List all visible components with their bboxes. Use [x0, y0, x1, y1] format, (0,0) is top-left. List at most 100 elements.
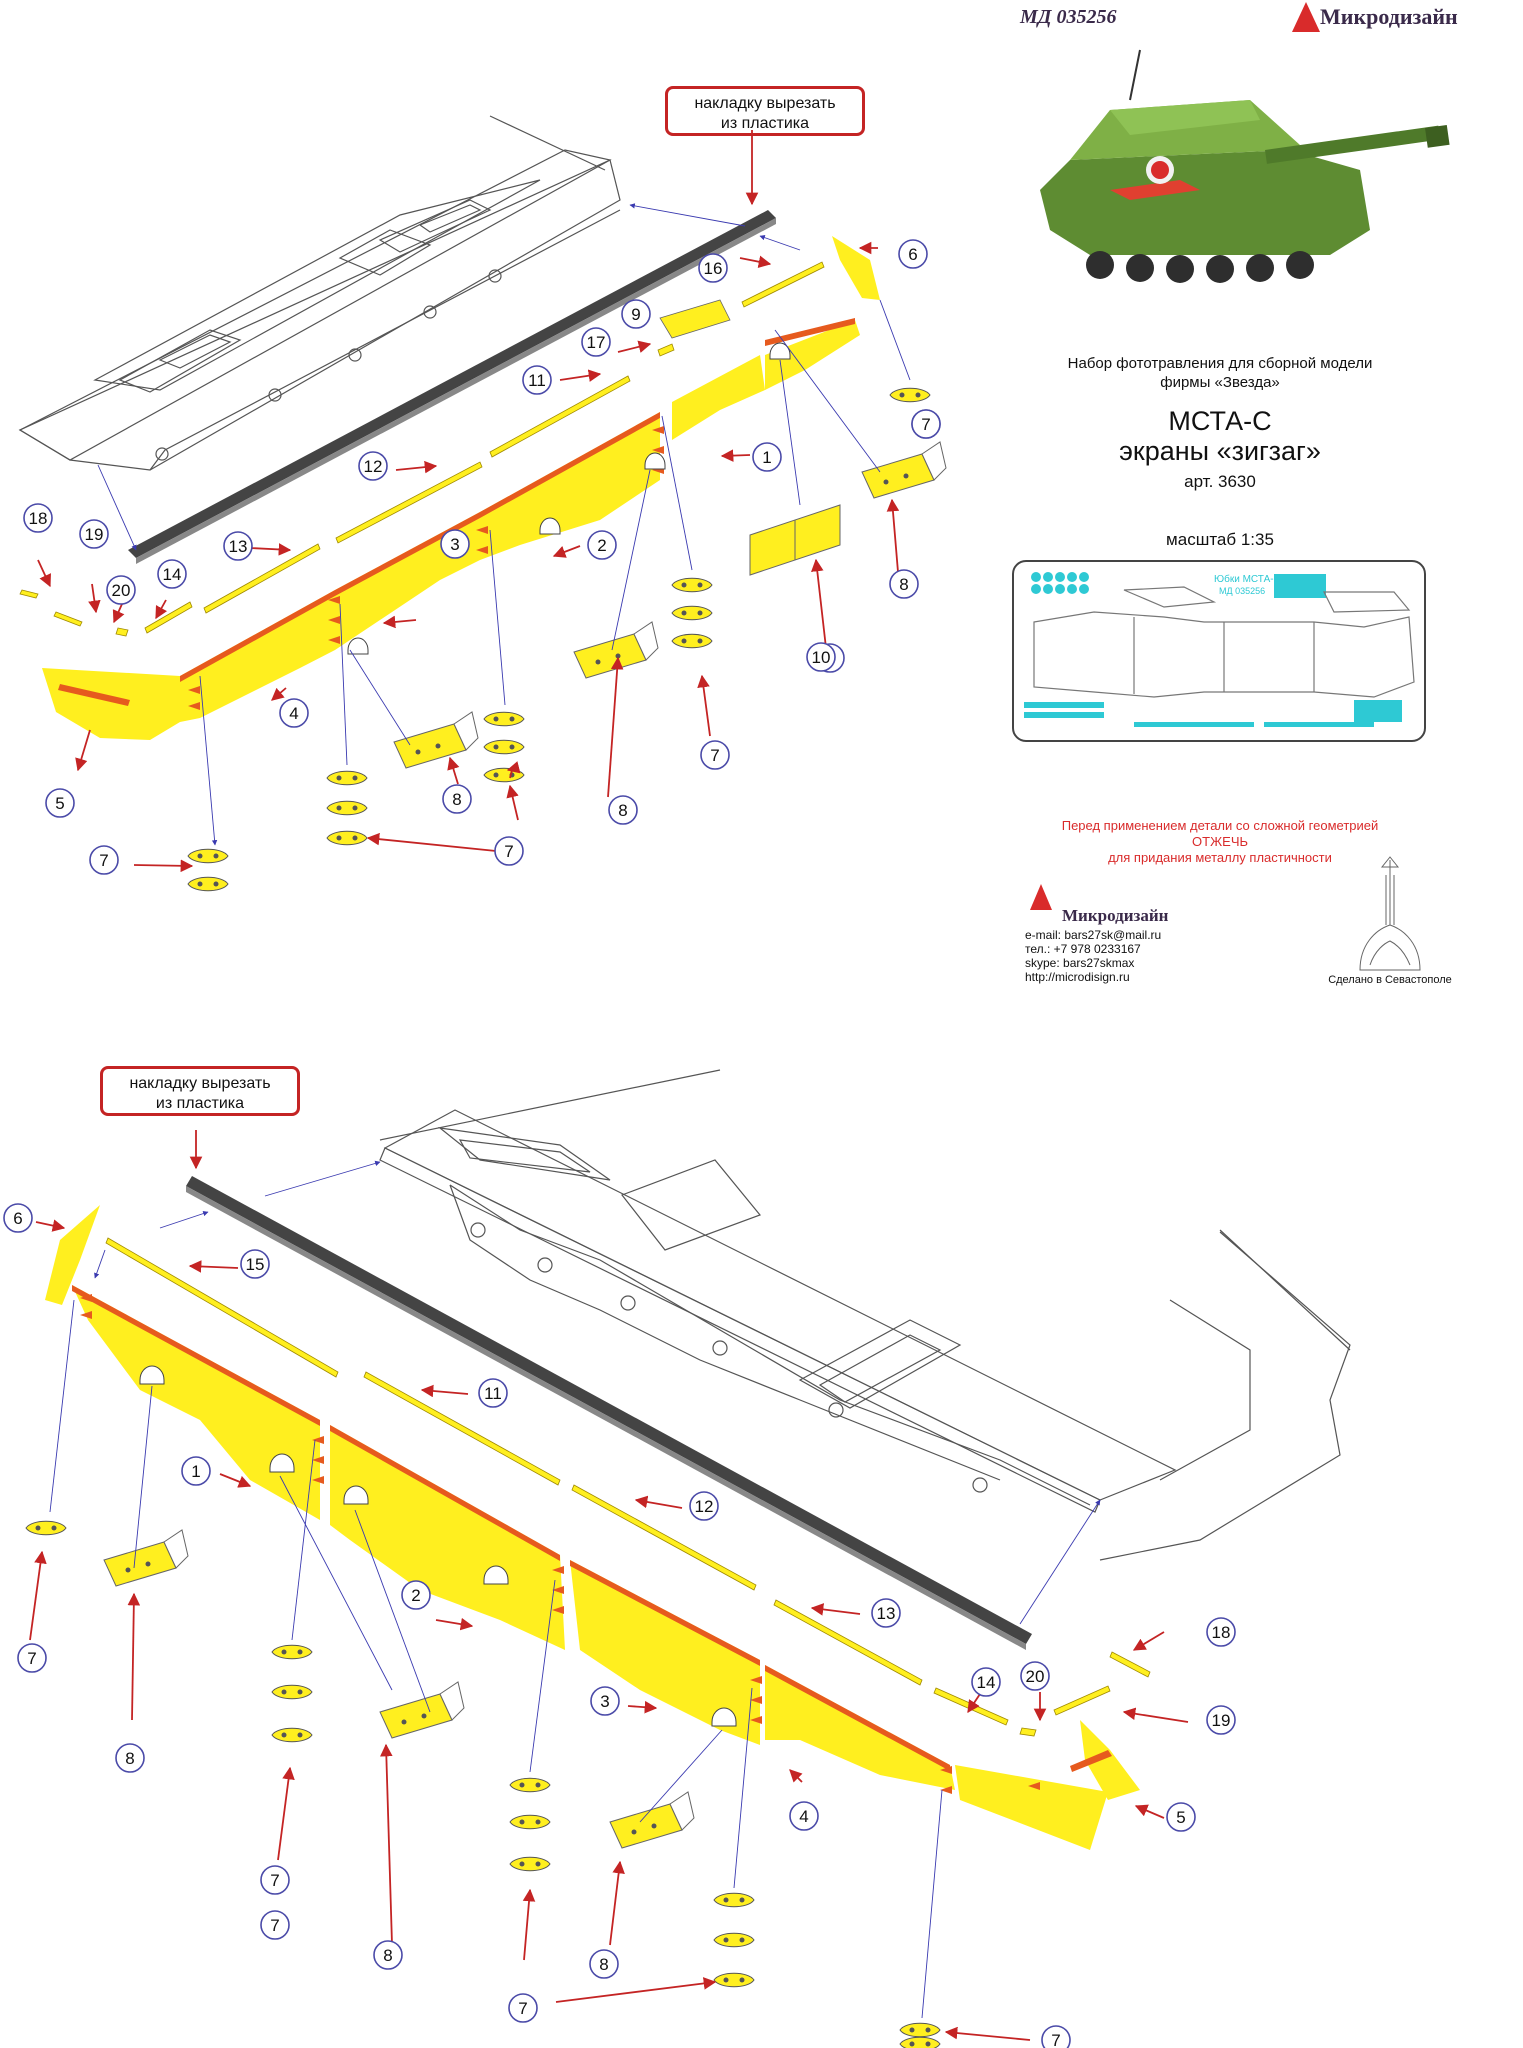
callout-number: 7 — [1051, 2031, 1060, 2048]
callout-bottom-1: 1 — [181, 1456, 211, 1486]
callout-bottom-20: 20 — [1020, 1661, 1050, 1691]
callout-top-9: 9 — [621, 299, 651, 329]
brand-logo-icon — [1292, 2, 1320, 32]
bottom-red-arrows — [29, 1130, 1189, 2041]
callout-number: 1 — [191, 1462, 200, 1481]
callout-number: 18 — [29, 509, 48, 528]
callout-number: 5 — [1176, 1808, 1185, 1827]
callout-top-2: 2 — [587, 530, 617, 560]
callout-top-10: 10 — [806, 642, 836, 672]
bottom-fender-outline — [379, 1069, 1351, 1561]
callout-bottom-13: 13 — [871, 1598, 901, 1628]
model-title: МСТА-С экраны «зигзаг» — [1030, 406, 1410, 466]
callout-number: 11 — [484, 1384, 502, 1403]
callout-number: 15 — [246, 1255, 265, 1274]
callout-bottom-15: 15 — [240, 1249, 270, 1279]
contact-block: e-mail: bars27sk@mail.ru тел.: +7 978 02… — [1025, 928, 1161, 984]
callout-top-16: 16 — [698, 253, 728, 283]
top-skirt-holes — [347, 342, 791, 655]
top-brackets — [393, 441, 947, 769]
callout-number: 6 — [13, 1209, 22, 1228]
callout-bottom-7: 7 — [508, 1993, 538, 2023]
callout-top-19: 19 — [79, 519, 109, 549]
callout-number: 7 — [99, 851, 108, 870]
callout-top-18: 18 — [23, 503, 53, 533]
callout-number: 20 — [112, 581, 131, 600]
callout-number: 13 — [229, 537, 248, 556]
kit-subtitle: Набор фототравления для сборной модели ф… — [1030, 354, 1410, 392]
tank-illustration — [1040, 49, 1450, 283]
callout-top-17: 17 — [581, 327, 611, 357]
callout-number: 7 — [710, 746, 719, 765]
warning-line-2: ОТЖЕЧЬ — [1191, 834, 1249, 849]
callout-number: 7 — [27, 1649, 36, 1668]
callout-number: 8 — [899, 575, 908, 594]
callout-circles: 1819201413121117169654321777788881076151… — [3, 239, 1236, 2048]
bottom-skirt-red-edges — [72, 1285, 1112, 1794]
model-line-1: МСТА-С — [1168, 406, 1272, 436]
callout-number: 7 — [270, 1871, 279, 1890]
callout-top-5: 5 — [45, 788, 75, 818]
callout-bottom-7: 7 — [17, 1643, 47, 1673]
top-skirt-panels — [42, 236, 880, 740]
callout-top-20: 20 — [106, 575, 136, 605]
callout-number: 20 — [1026, 1667, 1045, 1686]
callout-number: 16 — [704, 259, 723, 278]
callout-number: 3 — [450, 535, 459, 554]
callout-number: 2 — [411, 1586, 420, 1605]
contact-skype: skype: bars27skmax — [1025, 956, 1135, 970]
bottom-leader-lines — [49, 1160, 1101, 2019]
callout-number: 18 — [1212, 1623, 1231, 1642]
callout-number: 5 — [55, 794, 64, 813]
warning-line-1: Перед применением детали со сложной геом… — [1061, 818, 1379, 833]
callout-number: 1 — [762, 448, 771, 467]
callout-top-11: 11 — [522, 365, 552, 395]
callout-bottom-11: 11 — [478, 1378, 508, 1408]
callout-number: 4 — [799, 1807, 808, 1826]
cut-from-plastic-note-bottom: накладку вырезать из пластика — [100, 1066, 300, 1116]
subtitle-line-2: фирмы «Звезда» — [1160, 374, 1280, 391]
article-number: арт. 3630 — [1184, 472, 1256, 491]
callout-bottom-4: 4 — [789, 1801, 819, 1831]
contact-email: e-mail: bars27sk@mail.ru — [1025, 928, 1162, 942]
callout-top-3: 3 — [440, 529, 470, 559]
warning-line-3: для придания металлу пластичности — [1108, 850, 1332, 865]
bottom-skirt-holes — [139, 1365, 737, 1727]
top-part-10 — [749, 504, 841, 576]
callout-number: 8 — [383, 1946, 392, 1965]
callout-top-4: 4 — [279, 698, 309, 728]
callout-number: 19 — [1212, 1711, 1231, 1730]
callout-number: 6 — [908, 245, 917, 264]
callout-bottom-8: 8 — [589, 1949, 619, 1979]
callout-number: 12 — [364, 457, 383, 476]
top-plastic-strip — [128, 210, 776, 564]
callout-top-7: 7 — [700, 740, 730, 770]
callout-number: 14 — [977, 1673, 996, 1692]
note-top-line-1: накладку вырезать — [694, 95, 836, 112]
note-bottom-line-1: накладку вырезать — [129, 1075, 271, 1092]
note-bottom-line-2: из пластика — [155, 1095, 245, 1112]
callout-number: 7 — [504, 842, 513, 861]
callout-number: 17 — [587, 333, 606, 352]
callout-top-14: 14 — [157, 559, 187, 589]
callout-number: 9 — [631, 305, 640, 324]
sheet-label-2: МД 035256 — [1219, 586, 1265, 596]
top-small-strips — [19, 261, 825, 637]
callout-top-13: 13 — [223, 531, 253, 561]
callout-number: 8 — [618, 801, 627, 820]
callout-number: 11 — [528, 371, 546, 390]
bottom-plastic-strip — [186, 1176, 1032, 1650]
callout-top-1: 1 — [752, 442, 782, 472]
callout-bottom-8: 8 — [373, 1940, 403, 1970]
callout-number: 8 — [125, 1749, 134, 1768]
callout-number: 12 — [695, 1497, 714, 1516]
model-line-2: экраны «зигзаг» — [1119, 436, 1321, 466]
callout-bottom-2: 2 — [401, 1580, 431, 1610]
callout-number: 4 — [289, 704, 298, 723]
callout-top-12: 12 — [358, 451, 388, 481]
callout-number: 8 — [452, 790, 461, 809]
top-red-arrows — [37, 130, 900, 873]
brand-name: Микродизайн — [1320, 4, 1458, 29]
callout-top-8: 8 — [608, 795, 638, 825]
